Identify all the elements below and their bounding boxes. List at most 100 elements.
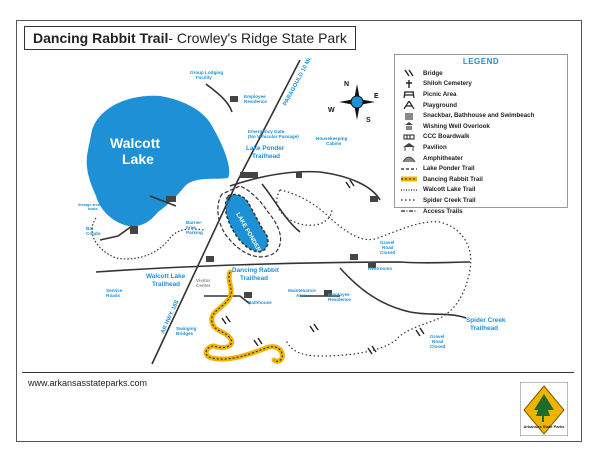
- picnic-icon: [401, 90, 417, 99]
- bridge-icon: [345, 179, 355, 189]
- boat-ramp-label: Boat: [150, 180, 161, 185]
- legend-item-label: Walcott Lake Trail: [423, 186, 476, 194]
- walcott-lake-label: Walcott: [110, 135, 160, 151]
- legend-item: CCC Boardwalk: [401, 132, 567, 143]
- compass-e-label: E: [374, 93, 379, 100]
- maintenance-label-2: Area: [296, 293, 307, 298]
- cemetery-icon: [401, 79, 417, 88]
- lake-ponder-trailhead-label: Lake Ponder: [246, 145, 285, 152]
- bridge-icon: [415, 327, 425, 337]
- legend-item: Walcott Lake Trail: [401, 185, 567, 196]
- well-icon: [401, 122, 417, 131]
- trailhead-labels: Lake Ponder Trailhead Walcott Lake Trail…: [146, 145, 506, 332]
- amphitheater-icon: [401, 154, 417, 163]
- restrooms-label: Restrooms: [368, 266, 392, 271]
- bridge-icon: [221, 315, 231, 325]
- gravel-road-1-label-3: Closed: [380, 250, 396, 255]
- spider-creek-trail-upper: [276, 189, 333, 226]
- cabin-loop-road: [229, 170, 381, 201]
- legend-item: Wishing Well Overlook: [401, 121, 567, 132]
- bathhouse-label: Bathhouse: [248, 300, 272, 305]
- legend-item-label: Dancing Rabbit Trail: [423, 175, 483, 183]
- service-roads-label-2: Roads: [106, 293, 120, 298]
- building: [368, 262, 376, 268]
- storage-area-label-2: boats: [88, 207, 98, 211]
- building: [244, 292, 252, 298]
- housekeeping-label: Housekeeping: [316, 136, 348, 141]
- legend-item: Picnic Area: [401, 89, 567, 100]
- dancing-rabbit-trailhead-label: Dancing Rabbit: [232, 267, 280, 274]
- legend-item: Playground: [401, 100, 567, 111]
- bridge-icon: [253, 337, 263, 347]
- logo-text: Arkansas State Parks: [524, 424, 566, 429]
- footer-divider: [22, 372, 574, 373]
- map-frame: [16, 20, 582, 442]
- dancing-rabbit-trail-line: [401, 175, 417, 183]
- bridge-icon: [401, 69, 417, 77]
- access-trails-line: [401, 207, 417, 215]
- compass-s-label: S: [366, 117, 371, 124]
- maintenance-label: Maintenance: [288, 288, 316, 293]
- storage-area-label: Storage area for rowing: [78, 203, 118, 207]
- building: [324, 290, 332, 296]
- lake-ponder-trail: [217, 185, 282, 258]
- bridge-icon: [309, 323, 319, 333]
- legend-item-label: Snackbar, Bathhouse and Swimbeach: [423, 112, 535, 120]
- legend-item-label: Wishing Well Overlook: [423, 122, 490, 130]
- website-link[interactable]: www.arkansasstateparks.com: [28, 378, 148, 388]
- visitor-center-label: Visitor: [196, 278, 210, 283]
- bridge-icon: [367, 345, 377, 355]
- building: [370, 196, 378, 202]
- bridge-markers: [221, 179, 425, 355]
- legend-item: Pavilion: [401, 142, 567, 153]
- gravel-road-2-label-3: Closed: [430, 344, 446, 349]
- building: [350, 254, 358, 260]
- bat-condo-label-2: Condo: [86, 231, 101, 236]
- cabin-spur: [261, 183, 301, 233]
- employee-residence-2-label-2: Residence: [328, 297, 351, 302]
- swinging-bridges-label: Swinging: [176, 326, 197, 331]
- legend-item-label: Amphitheater: [423, 154, 463, 162]
- legend-item: Bridge: [401, 68, 567, 79]
- employee-residence-2-label: Employee: [328, 292, 350, 297]
- legend-item: Access Trails: [401, 206, 567, 217]
- boardwalk-icon: [401, 133, 417, 141]
- barrier-free-label: Barrier-: [186, 220, 203, 225]
- legend-list: Bridge Shiloh Cemetery Picnic Area Playg…: [395, 68, 567, 216]
- legend-item-label: Access Trails: [423, 207, 463, 215]
- lake-ponder-water: [224, 193, 269, 253]
- ar-hwy-168: [151, 59, 301, 365]
- building: [166, 196, 176, 202]
- legend: LEGEND Bridge Shiloh Cemetery Picnic Are…: [394, 54, 568, 215]
- spider-creek-trailhead-label-2: Trailhead: [470, 325, 498, 332]
- group-lodging-label-2: Facility: [196, 75, 212, 80]
- bathhouse-road: [204, 295, 251, 305]
- map-title: Dancing Rabbit Trail - Crowley's Ridge S…: [24, 26, 356, 50]
- building: [130, 226, 138, 234]
- main-park-road: [95, 261, 471, 273]
- building: [206, 256, 214, 262]
- visitor-center-label-2: Center: [196, 283, 211, 288]
- building: [296, 172, 302, 178]
- lodging-road: [205, 83, 233, 113]
- group-lodging-label: Group Lodging: [190, 70, 223, 75]
- spider-creek-trail-line: [401, 196, 417, 204]
- legend-item-label: Lake Ponder Trail: [423, 165, 475, 173]
- walcott-lake-trail-line: [401, 186, 417, 194]
- map-labels: Group Lodging Facility Employee Residenc…: [78, 70, 446, 349]
- dancing-rabbit-trailhead-label-2: Trailhead: [240, 275, 268, 282]
- building: [230, 96, 238, 102]
- gravel-road-2-label-2: Road: [432, 339, 444, 344]
- title-rest: - Crowley's Ridge State Park: [168, 30, 347, 46]
- legend-item-label: Shiloh Cemetery: [423, 80, 472, 88]
- compass-w-label: W: [328, 107, 335, 114]
- legend-item-label: Spider Creek Trail: [423, 196, 476, 204]
- boat-dock-label-2: Dock: [226, 205, 238, 210]
- title-bold: Dancing Rabbit Trail: [33, 30, 169, 46]
- playground-icon: [401, 101, 417, 110]
- bat-condo-road: [99, 225, 133, 241]
- roads: [95, 59, 471, 365]
- legend-title: LEGEND: [462, 57, 500, 66]
- employee-residence-label-2: Residence: [244, 99, 267, 104]
- walcott-lake-water: [86, 95, 230, 227]
